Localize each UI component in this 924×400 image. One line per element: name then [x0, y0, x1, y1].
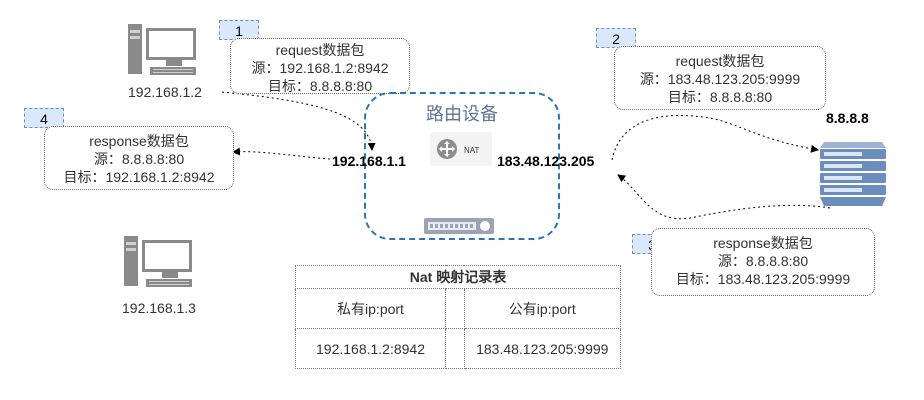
packet-title: request数据包: [675, 53, 765, 69]
nat-table-title: Nat 映射记录表: [295, 265, 621, 289]
packet-step-3: response数据包 源：8.8.8.8:80 目标：183.48.123.2…: [651, 228, 875, 296]
table-header-public: 公有ip:port: [463, 288, 622, 329]
table-cell-public: 183.48.123.205:9999: [463, 328, 622, 369]
table-row: 192.168.1.2:8942 183.48.123.205:9999: [295, 328, 622, 369]
packet-target: 目标：192.168.1.2:8942: [63, 169, 215, 185]
computer-icon-pc1: [128, 24, 198, 83]
nat-mapping-table: Nat 映射记录表 私有ip:port 公有ip:port 192.168.1.…: [295, 265, 622, 369]
packet-target: 目标：183.48.123.205:9999: [675, 271, 851, 287]
switch-icon: [424, 216, 494, 236]
table-cell-private: 192.168.1.2:8942: [295, 328, 446, 369]
nat-badge-text: NAT: [464, 146, 480, 155]
table-spacer: [445, 328, 465, 369]
packet-source: 源：8.8.8.8:80: [717, 253, 809, 269]
pc3-ip-label: 192.168.1.3: [122, 300, 196, 316]
packet-target: 目标：8.8.8.8:80: [667, 89, 773, 105]
packet-title: response数据包: [713, 235, 813, 251]
packet-title: response数据包: [89, 133, 189, 149]
nat-router-icon: NAT: [430, 132, 492, 166]
router-title: 路由设备: [426, 104, 498, 124]
server-ip-label: 8.8.8.8: [826, 110, 869, 126]
router-device-box: [364, 92, 560, 240]
packet-title: request数据包: [275, 42, 365, 58]
router-lan-ip: 192.168.1.1: [332, 153, 406, 169]
packet-step-4: response数据包 源：8.8.8.8:80 目标：192.168.1.2:…: [44, 126, 234, 190]
step-1-badge: 1: [219, 20, 259, 40]
packet-step-2: request数据包 源：183.48.123.205:9999 目标：8.8.…: [614, 46, 826, 110]
arrow-step-3: [617, 174, 831, 220]
computer-icon-pc3: [124, 236, 194, 295]
step-4-badge: 4: [24, 108, 64, 128]
packet-source: 源：192.168.1.2:8942: [251, 60, 389, 76]
server-icon: [818, 140, 888, 215]
table-spacer: [445, 288, 465, 329]
table-header-private: 私有ip:port: [295, 288, 446, 329]
arrow-step-4: [232, 147, 331, 160]
arrow-step-1: [221, 91, 376, 151]
packet-source: 源：8.8.8.8:80: [93, 151, 185, 167]
packet-source: 源：183.48.123.205:9999: [639, 71, 801, 87]
pc1-ip-label: 192.168.1.2: [128, 84, 202, 100]
step-2-badge: 2: [596, 28, 636, 48]
router-wan-ip: 183.48.123.205: [497, 153, 595, 169]
arrow-step-2: [611, 115, 819, 161]
packet-step-1: request数据包 源：192.168.1.2:8942 目标：8.8.8.8…: [230, 38, 410, 94]
packet-target: 目标：8.8.8.8:80: [267, 78, 373, 94]
